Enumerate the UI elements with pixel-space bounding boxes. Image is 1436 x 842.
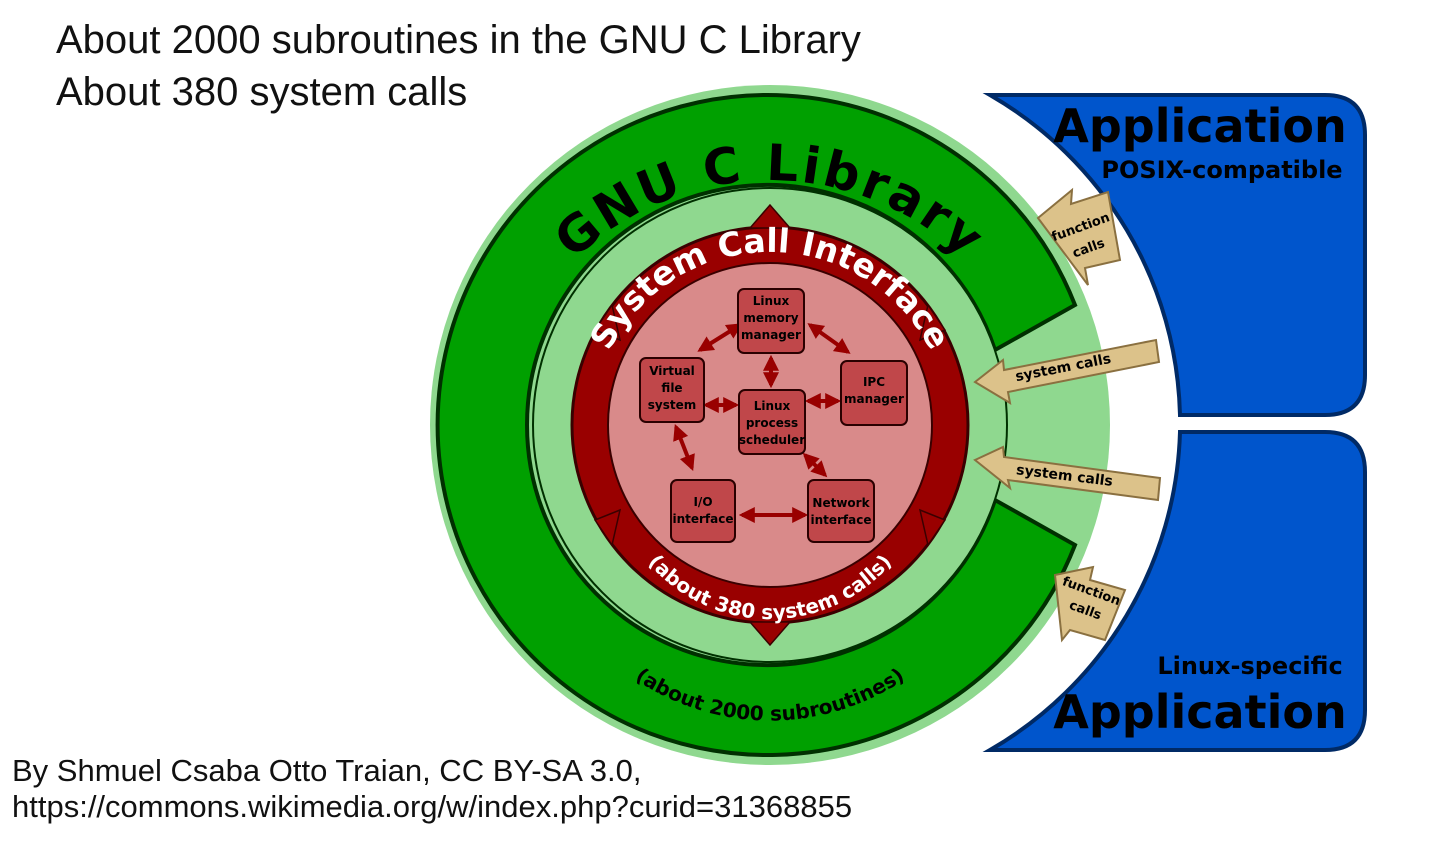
svg-text:manager: manager xyxy=(844,392,904,406)
credit-author: By Shmuel Csaba Otto Traian, CC BY-SA 3.… xyxy=(12,753,642,788)
svg-text:memory: memory xyxy=(743,311,798,325)
heading-subroutines: About 2000 subroutines in the GNU C Libr… xyxy=(56,18,861,62)
svg-text:file: file xyxy=(661,381,682,395)
linux-application-block: Linux-specific Application xyxy=(982,430,1367,752)
function-calls-arrow-bottom: function calls xyxy=(1053,565,1127,643)
svg-text:system: system xyxy=(648,398,697,412)
svg-text:I/O: I/O xyxy=(693,495,712,509)
kernel-box-memory: Linux memory manager xyxy=(737,288,805,354)
sci-ring-arrowheads xyxy=(593,203,947,647)
function-calls-arrow-top: function calls xyxy=(1036,187,1122,286)
linux-app-title: Application xyxy=(1053,685,1346,739)
heading-system-calls: About 380 system calls xyxy=(56,70,468,114)
svg-text:Linux: Linux xyxy=(754,399,791,413)
svg-text:interface: interface xyxy=(672,512,733,526)
kernel-box-io: I/O interface xyxy=(670,479,736,543)
posix-application-block: Application POSIX-compatible xyxy=(982,93,1367,417)
linux-app-subtitle: Linux-specific xyxy=(1157,652,1342,680)
svg-text:interface: interface xyxy=(810,513,871,527)
svg-text:Virtual: Virtual xyxy=(649,364,695,378)
svg-text:IPC: IPC xyxy=(863,375,885,389)
svg-text:manager: manager xyxy=(741,328,801,342)
kernel-box-scheduler: Linux process scheduler xyxy=(738,389,806,455)
svg-text:Network: Network xyxy=(812,496,870,510)
svg-text:scheduler: scheduler xyxy=(739,433,805,447)
credit-source-url[interactable]: https://commons.wikimedia.org/w/index.ph… xyxy=(12,789,853,824)
posix-app-title: Application xyxy=(1053,99,1346,153)
kernel-connections xyxy=(673,323,851,523)
posix-app-subtitle: POSIX-compatible xyxy=(1101,156,1342,184)
kernel-box-vfs: Virtual file system xyxy=(639,357,705,423)
gnu-c-library-ring xyxy=(435,93,1078,757)
svg-text:process: process xyxy=(746,416,798,430)
svg-text:Linux: Linux xyxy=(753,294,790,308)
kernel-box-ipc: IPC manager xyxy=(840,360,908,426)
kernel-box-network: Network interface xyxy=(807,479,875,543)
